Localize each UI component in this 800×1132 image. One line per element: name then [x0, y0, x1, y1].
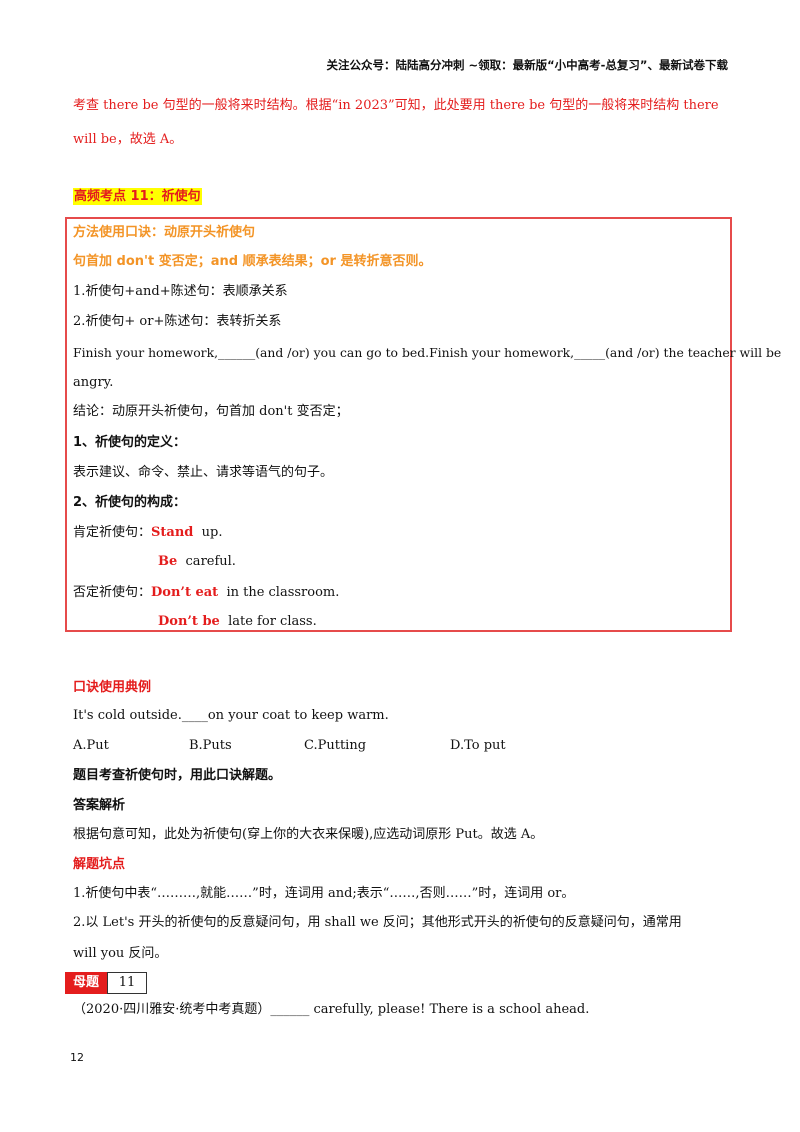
negative-verb-2: Don’t be: [158, 614, 220, 629]
negative-imperative-1: 否定祈使句：Don’t eat in the classroom.: [73, 584, 339, 602]
example-note: 题目考查祈使句时，用此口诀解题。: [73, 768, 282, 783]
mother-question-number: 11: [107, 972, 147, 994]
mother-question-label: 母题: [65, 972, 107, 994]
method-title: 方法使用口诀：动原开头祈使句: [73, 225, 256, 240]
structure-title: 2、祈使句的构成：: [73, 495, 187, 510]
method-rule: 句首加 don't 变否定；and 顺承表结果；or 是转折意否则。: [73, 254, 432, 269]
option-d: D.To put: [450, 738, 506, 753]
positive-label: 肯定祈使句：: [73, 525, 152, 540]
positive-rest-1: up.: [201, 525, 223, 540]
section-title: 高频考点 11：祈使句: [73, 188, 202, 205]
definition-title: 1、祈使句的定义：: [73, 435, 187, 450]
answer-title: 答案解析: [73, 798, 126, 813]
option-a: A.Put: [73, 738, 109, 753]
mother-question-text: （2020·四川雅安·统考中考真题）______ carefully, plea…: [73, 1002, 590, 1017]
intro-line-1: 考查 there be 句型的一般将来时结构。根据“in 2023”可知，此处要…: [73, 98, 719, 113]
mother-question-badge: 母题 11: [65, 972, 147, 994]
positive-verb-2: Be: [158, 554, 178, 569]
negative-verb-1: Don’t eat: [151, 585, 219, 600]
pitfall-2-line-1: 2.以 Let's 开头的祈使句的反意疑问句，用 shall we 反问；其他形…: [73, 915, 682, 930]
section-title-wrap: 高频考点 11：祈使句: [73, 188, 202, 206]
option-b: B.Puts: [189, 738, 232, 753]
pitfall-2-line-2: will you 反问。: [73, 946, 168, 961]
negative-label: 否定祈使句：: [73, 585, 152, 600]
positive-verb-1: Stand: [151, 525, 194, 540]
example-question: It's cold outside.____on your coat to ke…: [73, 708, 389, 723]
option-c: C.Putting: [304, 738, 367, 753]
page-number: 12: [70, 1051, 84, 1064]
example-sentence-line-2: angry.: [73, 375, 114, 390]
rule-item-2: 2.祈使句+ or+陈述句：表转折关系: [73, 314, 282, 329]
rule-item-1: 1.祈使句+and+陈述句：表顺承关系: [73, 284, 288, 299]
definition-text: 表示建议、命令、禁止、请求等语气的句子。: [73, 465, 334, 480]
pitfall-title: 解题坑点: [73, 857, 126, 872]
key-point-box: [65, 217, 732, 632]
answer-text: 根据句意可知，此处为祈使句(穿上你的大衣来保暖),应选动词原形 Put。故选 A…: [73, 827, 544, 842]
positive-imperative-1: 肯定祈使句：Stand up.: [73, 524, 222, 542]
conclusion: 结论：动原开头祈使句，句首加 don't 变否定；: [73, 404, 349, 419]
positive-imperative-2: Be careful.: [158, 553, 236, 571]
negative-rest-1: in the classroom.: [226, 585, 340, 600]
negative-imperative-2: Don’t be late for class.: [158, 613, 317, 631]
negative-rest-2: late for class.: [228, 614, 317, 629]
example-sentence-line-1: Finish your homework,______(and /or) you…: [73, 345, 782, 360]
intro-line-2: will be，故选 A。: [73, 132, 183, 147]
example-title: 口诀使用典例: [73, 680, 152, 695]
pitfall-1: 1.祈使句中表“………,就能……”时，连词用 and;表示“……,否则……”时，…: [73, 886, 575, 901]
positive-rest-2: careful.: [185, 554, 236, 569]
page-header: 关注公众号：陆陆高分冲刺 ~领取：最新版“小中高考-总复习”、最新试卷下载: [326, 58, 728, 72]
